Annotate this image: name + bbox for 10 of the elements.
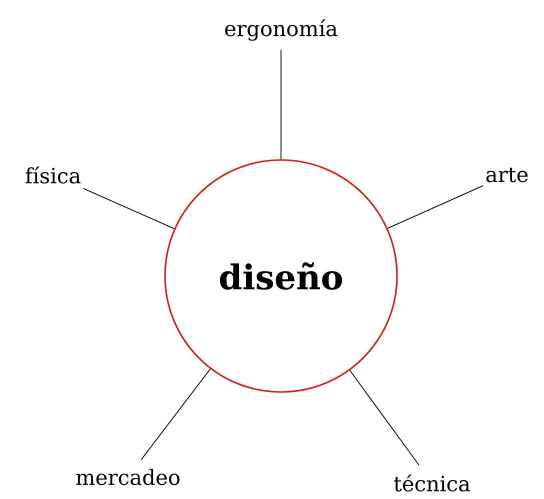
topic-label: física xyxy=(26,166,81,184)
connector-line xyxy=(280,49,282,160)
topic-label: arte xyxy=(486,168,528,182)
topic-label: mercadeo xyxy=(76,468,180,486)
connector-line xyxy=(349,370,420,466)
connector-line xyxy=(387,185,484,229)
connector-line xyxy=(82,188,175,230)
topic-label: técnica xyxy=(394,474,470,492)
connector-line xyxy=(140,368,211,460)
topic-label: ergonomía xyxy=(225,19,338,41)
